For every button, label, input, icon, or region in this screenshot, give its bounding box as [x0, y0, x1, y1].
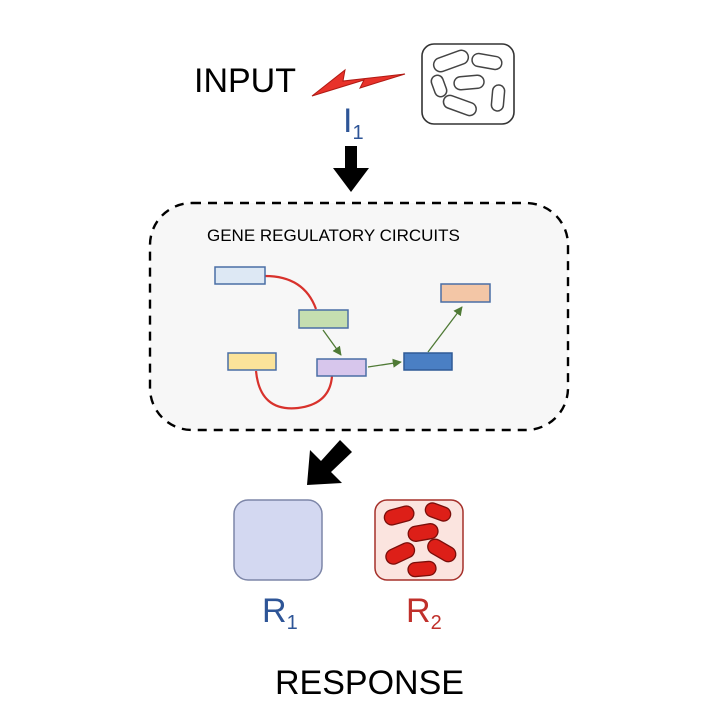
- input-signal-symbol: I: [343, 102, 352, 140]
- gene-box-yellow: [227, 352, 277, 371]
- response-r1-label: R1: [262, 592, 298, 634]
- input-signal-subscript: 1: [352, 122, 363, 144]
- circuit-title: GENE REGULATORY CIRCUITS: [207, 226, 460, 245]
- response-r2-subscript: 2: [431, 612, 442, 634]
- gene-box-green: [298, 309, 349, 329]
- input-cells-icon: [421, 43, 515, 125]
- gene-box-blue: [403, 352, 453, 371]
- activation-edge: [367, 358, 402, 368]
- activation-edge: [322, 329, 342, 356]
- lightning-icon: [311, 68, 406, 97]
- circuit-box: [148, 201, 570, 432]
- activation-edge: [427, 306, 463, 353]
- down-arrow-icon: [333, 146, 369, 192]
- repression-edge: [264, 274, 318, 310]
- response-label: RESPONSE: [275, 664, 464, 702]
- input-label: INPUT: [194, 62, 296, 100]
- response-r2-symbol: R: [406, 592, 431, 630]
- response-r1-symbol: R: [262, 592, 287, 630]
- gene-box-lightblue: [214, 266, 266, 285]
- repression-edge: [254, 370, 334, 410]
- gene-box-peach: [440, 283, 491, 303]
- response-r2-label: R2: [406, 592, 442, 634]
- input-signal-label: I1: [343, 102, 364, 144]
- gene-box-purple: [316, 358, 367, 377]
- diagonal-arrow-icon: [307, 440, 352, 485]
- response-r2-cells-icon: [374, 499, 464, 581]
- response-r1-subscript: 1: [287, 612, 298, 634]
- response-r1-box: [233, 499, 323, 581]
